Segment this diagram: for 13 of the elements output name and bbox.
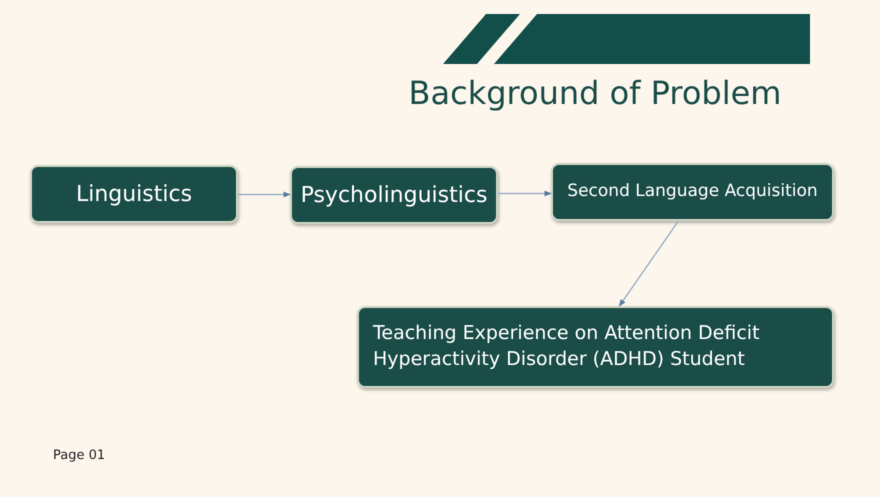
node-label: Linguistics xyxy=(76,180,192,208)
arrow xyxy=(618,220,679,307)
process-box xyxy=(30,165,238,223)
arrow xyxy=(498,190,552,196)
page-number: Page 01 xyxy=(53,448,106,463)
node-label: Psycholinguistics xyxy=(300,182,488,210)
title: Background of Problem xyxy=(408,74,782,112)
node-label: Teaching Experience on Attention Deficit Hyperactivity Disorder (ADHD) Student xyxy=(373,321,761,372)
process-box xyxy=(357,306,834,388)
arrow xyxy=(238,192,291,198)
process-box xyxy=(290,166,498,224)
process-box xyxy=(551,163,834,221)
node-label: Second Language Acquisition xyxy=(567,180,818,204)
